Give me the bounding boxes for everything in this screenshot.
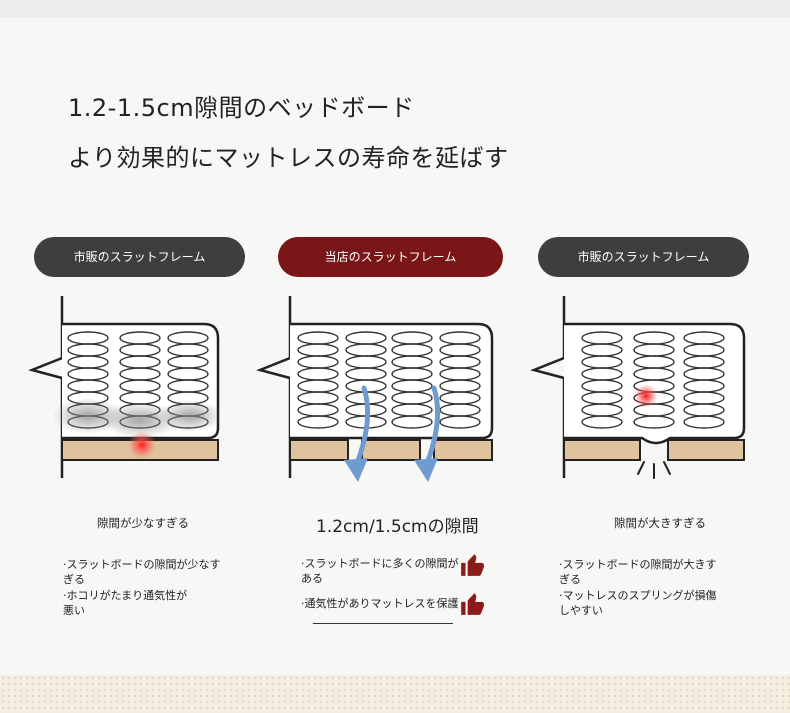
diagram-gap-too-big <box>530 296 746 479</box>
slat-board <box>361 439 421 461</box>
bullet-3-2: ·マットレスのスプリングが損傷しやすい <box>559 589 717 617</box>
divider-line <box>313 623 453 624</box>
airflow-arrow-icon <box>344 385 371 482</box>
slat-board <box>433 439 493 461</box>
top-band <box>0 0 790 18</box>
airflow-arrow-icon <box>414 385 441 482</box>
spring-coil <box>633 415 675 429</box>
bullet-1-2: ·ホコリがたまり通気性が悪い <box>63 589 188 617</box>
pressure-spot-icon <box>128 431 156 459</box>
label-pill-our-frame: 当店のスラットフレーム <box>278 237 503 277</box>
caption-gap-too-big: 隙間が大きすぎる <box>614 516 706 530</box>
bullet-1-1: ·スラットボードの隙間が少なすぎる <box>63 558 221 586</box>
spring-coil <box>297 415 339 429</box>
headline-line-2: より効果的にマットレスの寿命を延ばす <box>68 144 509 172</box>
diagram-our-gap <box>256 296 494 482</box>
bullet-2-1: ·スラットボードに多くの隙間がある <box>301 557 459 585</box>
crack-lines-icon <box>637 461 671 479</box>
slat-board <box>289 439 349 461</box>
label-pill-commercial-left: 市販のスラットフレーム <box>34 237 245 277</box>
bullet-3-1: ·スラットボードの隙間が大きすぎる <box>559 558 717 586</box>
footer-pattern <box>0 675 790 713</box>
spring-coil <box>391 415 433 429</box>
slat-board <box>667 439 745 461</box>
spring-coils <box>297 331 481 429</box>
dust-cloud <box>158 400 222 432</box>
slat-board <box>563 439 641 461</box>
spring-coil <box>439 415 481 429</box>
label-pill-commercial-right: 市販のスラットフレーム <box>538 237 749 277</box>
caption-gap-too-small: 隙間が少なすぎる <box>97 516 189 530</box>
headline-line-1: 1.2-1.5cm隙間のベッドボード <box>68 94 415 122</box>
thumbs-up-icon <box>461 554 484 576</box>
thumbs-up-icon <box>461 593 484 615</box>
spring-coil <box>683 415 725 429</box>
spring-coil <box>581 415 623 429</box>
spring-coils <box>67 331 209 429</box>
pressure-spot-icon <box>634 384 658 408</box>
bullet-2-2: ·通気性がありマットレスを保護 <box>301 597 459 610</box>
caption-our-gap: 1.2cm/1.5cmの隙間 <box>316 517 479 537</box>
diagram-gap-too-small <box>28 296 222 478</box>
